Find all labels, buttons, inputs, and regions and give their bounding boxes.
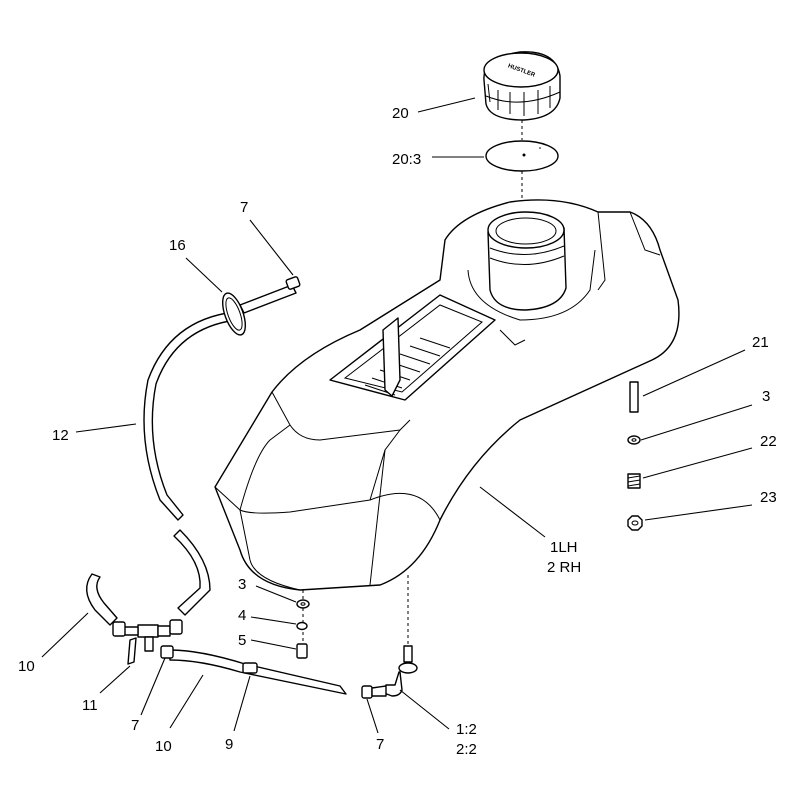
callout-7-top: 7 xyxy=(240,199,248,216)
callout-21: 21 xyxy=(752,334,769,351)
callout-4: 4 xyxy=(238,607,246,624)
hose-clamp-tee-left xyxy=(112,621,126,637)
callout-10-bottom: 10 xyxy=(155,738,172,755)
callout-1-2: 1:2 xyxy=(456,721,477,738)
outlet-fitting xyxy=(383,645,418,697)
callout-20-3: 20:3 xyxy=(392,151,421,168)
callout-11: 11 xyxy=(82,697,98,714)
callout-2rh: 2 RH xyxy=(547,559,581,576)
washer-4 xyxy=(296,621,308,631)
callout-3-right: 3 xyxy=(762,388,770,405)
callout-12: 12 xyxy=(52,427,69,444)
callout-10-left: 10 xyxy=(18,658,35,675)
callout-7-tee: 7 xyxy=(131,717,139,734)
callout-9: 9 xyxy=(225,736,233,753)
hose-clamp-tee-right xyxy=(169,619,183,635)
cap-gasket xyxy=(485,140,559,172)
callout-1lh: 1LH xyxy=(550,539,578,556)
spring-22 xyxy=(627,473,641,489)
callout-22: 22 xyxy=(760,433,777,450)
callout-5: 5 xyxy=(238,632,246,649)
callout-20: 20 xyxy=(392,105,409,122)
callout-2-2: 2:2 xyxy=(456,741,477,758)
callout-16: 16 xyxy=(169,237,186,254)
washer-3-right xyxy=(627,435,641,445)
hose-clamp-9 xyxy=(242,662,258,674)
callout-7-bottom: 7 xyxy=(376,736,384,753)
shutoff-valve-11 xyxy=(127,637,137,665)
fuel-hose-lower xyxy=(169,649,347,695)
vent-hose-12 xyxy=(143,311,237,616)
callout-3-left: 3 xyxy=(238,576,246,593)
stud-21 xyxy=(629,381,639,413)
fuel-tank xyxy=(214,199,680,591)
nut-23 xyxy=(627,515,643,531)
vent-clamp-7-top xyxy=(285,276,301,290)
washer-3-left xyxy=(296,599,310,609)
fuel-cap: HUSTLER xyxy=(483,51,561,121)
fuel-hose-left xyxy=(86,573,118,626)
tee-fitting xyxy=(123,624,171,652)
hose-clamp-7-tee xyxy=(160,645,174,659)
bolt-5 xyxy=(296,643,308,659)
hose-clamp-7-bottom xyxy=(361,685,373,699)
callout-23: 23 xyxy=(760,489,777,506)
vent-check-valve xyxy=(239,284,297,314)
